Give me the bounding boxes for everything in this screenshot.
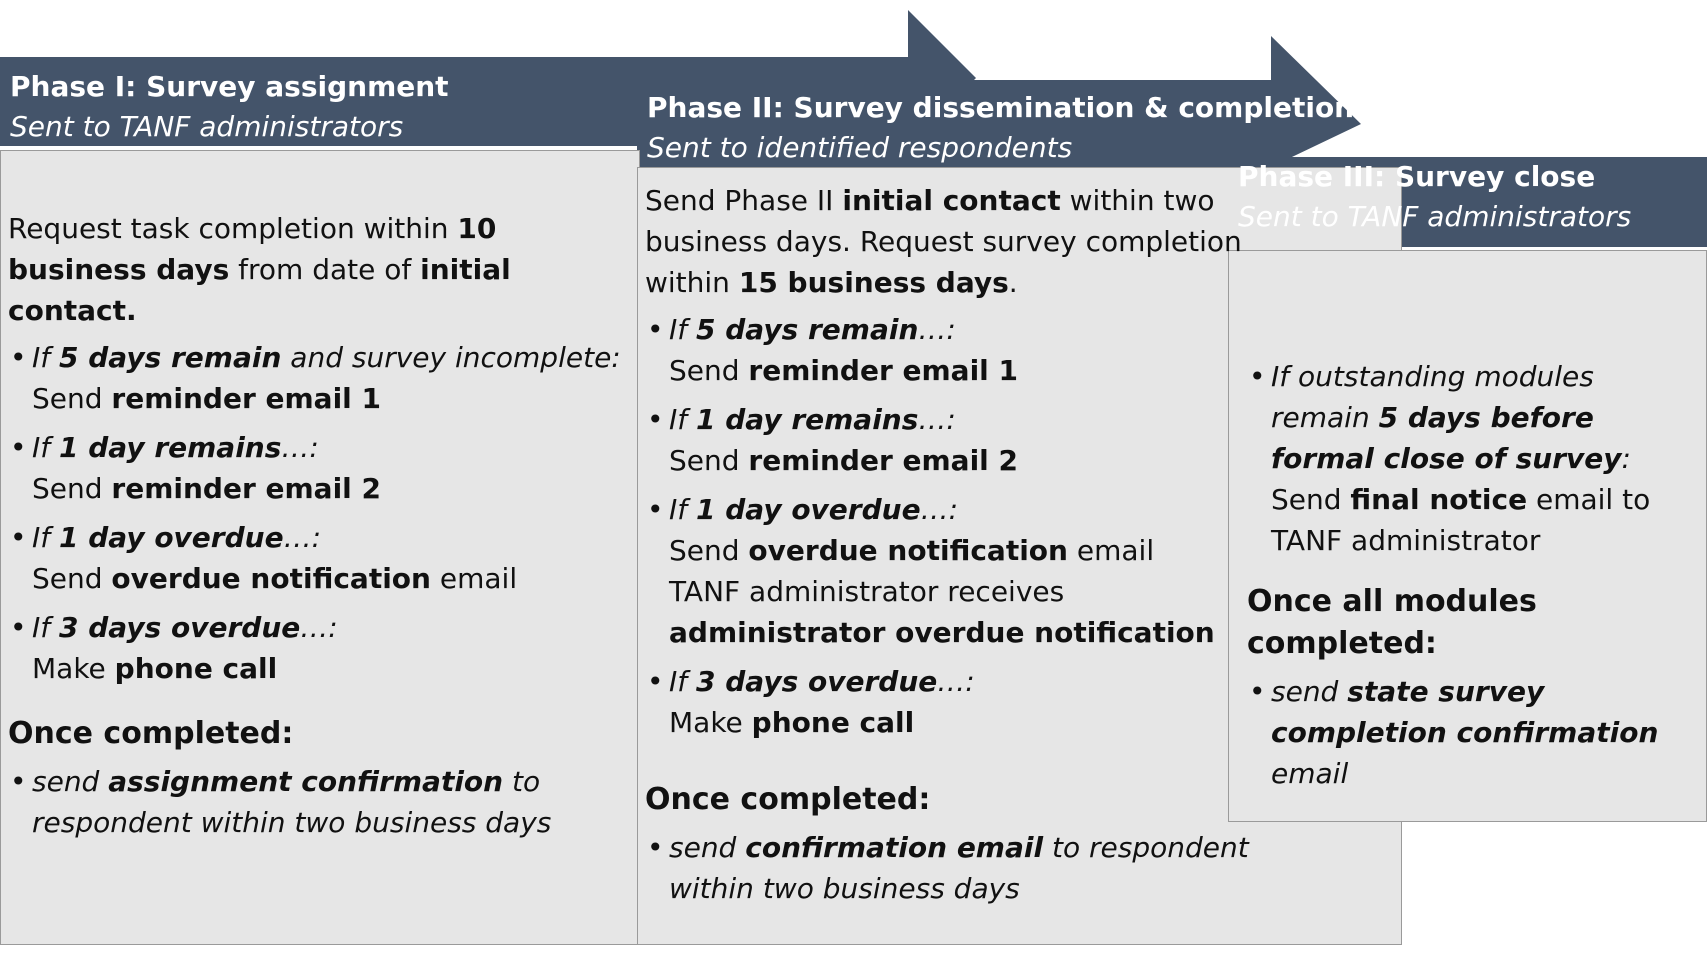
phase-3-panel <box>1228 250 1707 822</box>
phase-1-content: Request task completion within 10 busine… <box>8 208 628 851</box>
phase-1-bullet-1: • If 5 days remain and survey incomplete… <box>10 341 621 415</box>
phase-1-once-bullet: • send assignment confirmation to respon… <box>10 765 552 839</box>
phase-2-bullet-4: • If 3 days overdue…: Make phone call <box>647 665 975 739</box>
phase-1-intro: Request task completion within 10 busine… <box>8 212 511 327</box>
phase-3-bullet: • If outstanding modules remain 5 days b… <box>1249 360 1651 557</box>
phase-2-once-bullet: • send confirmation email to respondent … <box>647 831 1249 905</box>
phase-2-bullet-1: • If 5 days remain…: Send reminder email… <box>647 313 1019 387</box>
phase-3-content: • If outstanding modules remain 5 days b… <box>1247 356 1693 802</box>
phase-1-bullet-3: • If 1 day overdue…: Send overdue notifi… <box>10 521 518 595</box>
phase-2-once-label: Once completed: <box>645 782 931 817</box>
phase-2-header: Phase II: Survey dissemination & complet… <box>637 88 1355 168</box>
phase-1-bullet-2: • If 1 day remains…: Send reminder email… <box>10 431 382 505</box>
phase-3-title: Phase III: Survey close <box>1238 160 1596 193</box>
phase-1-bullet-4: • If 3 days overdue…: Make phone call <box>10 611 338 685</box>
phase-3-header: Phase III: Survey close Sent to TANF adm… <box>1228 157 1707 237</box>
phase-2-bullet-2: • If 1 day remains…: Send reminder email… <box>647 403 1019 477</box>
phase-3-once-label: Once all modules completed: <box>1247 584 1537 661</box>
phase-2-bullet-3: • If 1 day overdue…: Send overdue notifi… <box>647 493 1215 649</box>
phase-2-title: Phase II: Survey dissemination & complet… <box>647 91 1355 124</box>
phase-1-once-label: Once completed: <box>8 716 294 751</box>
phase-2-subtitle: Sent to identified respondents <box>647 131 1073 164</box>
phase-1-panel <box>0 150 640 945</box>
phase-2-intro: Send Phase II initial contact within two… <box>645 184 1242 299</box>
phase-3-subtitle: Sent to TANF administrators <box>1238 200 1632 233</box>
phase-2-content: Send Phase II initial contact within two… <box>645 180 1250 917</box>
phase-3-once-bullet: • send state survey completion confirmat… <box>1249 675 1659 790</box>
